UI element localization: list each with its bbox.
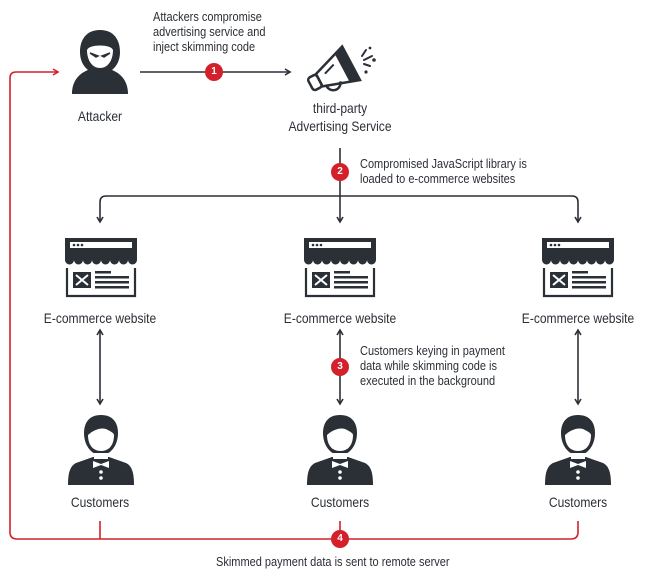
storefront-webpage-icon xyxy=(65,238,137,298)
customers-label: Customers xyxy=(548,494,608,510)
step-3-line-2: data while skimming code is xyxy=(360,359,497,373)
megaphone-icon xyxy=(306,44,376,92)
step-1-line-2: advertising service and xyxy=(153,25,266,39)
step-3-text: Customers keying in payment data while s… xyxy=(360,344,505,389)
step-4-badge: 4 xyxy=(331,530,349,548)
step-1-badge: 1 xyxy=(205,63,223,81)
customer-person-icon xyxy=(307,415,373,485)
step-1-line-1: Attackers compromise xyxy=(153,10,262,24)
ad-service-label-line2: Advertising Service xyxy=(288,118,392,134)
step-3-line-3: executed in the background xyxy=(360,374,496,388)
website-label: E-commerce website xyxy=(283,310,397,326)
website-label: E-commerce website xyxy=(521,310,635,326)
customer-person-icon xyxy=(545,415,611,485)
step-2-badge: 2 xyxy=(331,163,349,181)
ad-service-label-line1: third-party xyxy=(312,100,368,116)
step-4-text: Skimmed payment data is sent to remote s… xyxy=(216,555,450,570)
step-2-line-1: Compromised JavaScript library is xyxy=(360,157,527,171)
arrow-branch-left xyxy=(96,195,340,224)
step-4-line-1: Skimmed payment data is sent to remote s… xyxy=(216,555,450,569)
customers-label: Customers xyxy=(70,494,130,510)
step-2-line-2: loaded to e-commerce websites xyxy=(360,172,516,186)
arrow-branch-right xyxy=(340,195,582,224)
step-3-line-1: Customers keying in payment xyxy=(360,344,505,358)
step-3-badge: 3 xyxy=(331,358,349,376)
step-2-text: Compromised JavaScript library is loaded… xyxy=(360,157,527,187)
customers-label: Customers xyxy=(310,494,370,510)
storefront-webpage-icon xyxy=(542,238,614,298)
step-1-line-3: inject skimming code xyxy=(153,40,256,54)
website-label: E-commerce website xyxy=(43,310,157,326)
attacker-label: Attacker xyxy=(77,108,123,124)
storefront-webpage-icon xyxy=(304,238,376,298)
hooded-attacker-icon xyxy=(72,30,128,94)
customer-person-icon xyxy=(68,415,134,485)
step-1-text: Attackers compromise advertising service… xyxy=(153,10,266,55)
